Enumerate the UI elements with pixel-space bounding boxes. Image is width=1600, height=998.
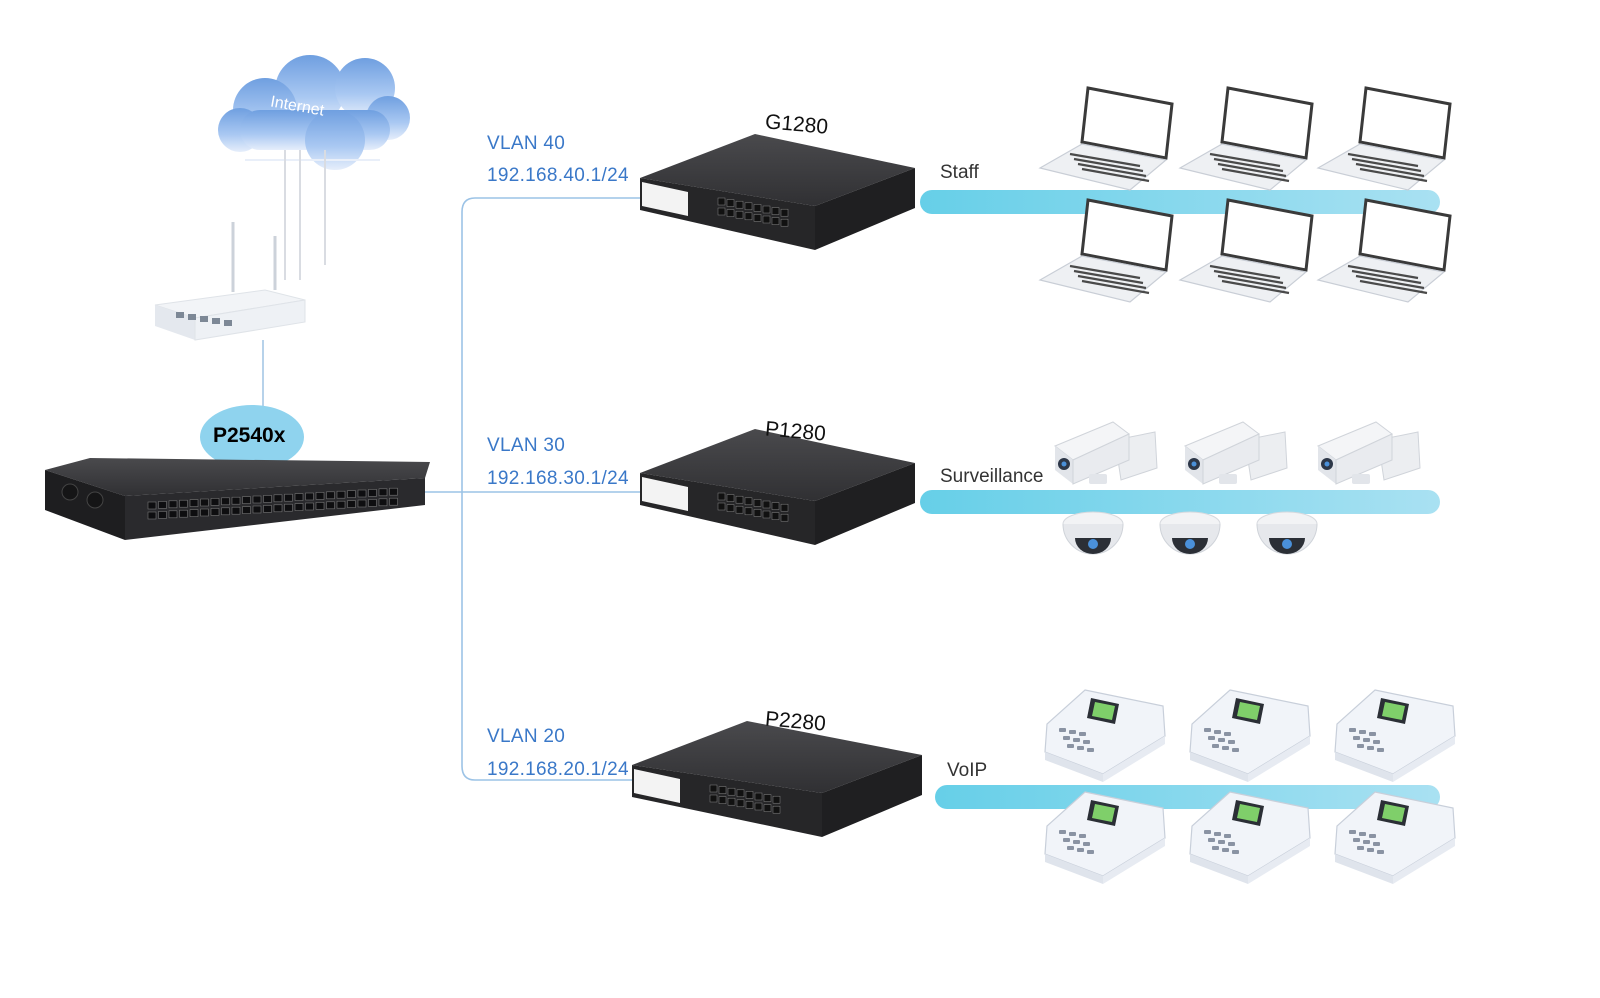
laptop-icon [1038, 86, 1174, 191]
voip-phone-icon [1334, 689, 1456, 782]
vlan-30-label: VLAN 30 [487, 435, 566, 456]
group-voip-label: VoIP [947, 760, 988, 781]
voip-phone-icon [1189, 791, 1311, 884]
internet-cloud-icon [218, 55, 410, 170]
voip-phone-icon [1044, 689, 1166, 782]
voip-phone-icon [1044, 791, 1166, 884]
voip-phone-icon [1189, 689, 1311, 782]
bullet-camera-icon [1054, 421, 1158, 485]
voip-phone-icon [1334, 791, 1456, 884]
bullet-camera-icon [1184, 421, 1288, 485]
group-surveillance-label: Surveillance [940, 466, 1044, 487]
dome-camera-icon [1256, 511, 1318, 555]
vlan-trunk-lines [425, 197, 650, 781]
group-staff-label: Staff [940, 162, 979, 183]
vlan-20-label: VLAN 20 [487, 726, 566, 747]
voip-bus [935, 785, 1440, 809]
dome-camera-icon [1159, 511, 1221, 555]
laptop-icon [1316, 198, 1452, 303]
switch-p1280-icon [640, 429, 915, 545]
staff-bus [920, 190, 1440, 214]
dome-camera-icon [1062, 511, 1124, 555]
uplink-lines [284, 150, 326, 280]
vlan-20-subnet: 192.168.20.1/24 [487, 759, 629, 780]
router-icon [154, 222, 306, 341]
vlan-40-label: VLAN 40 [487, 133, 566, 154]
surveillance-bus [920, 490, 1440, 514]
switch-p2280-icon [632, 721, 922, 837]
core-switch-icon [45, 458, 430, 540]
laptop-icon [1038, 198, 1174, 303]
core-switch-badge [200, 405, 304, 469]
bullet-camera-icon [1317, 421, 1421, 485]
core-switch-label: P2540x [213, 424, 286, 447]
laptop-icon [1316, 86, 1452, 191]
laptop-icon [1178, 86, 1314, 191]
switch-g1280-icon [640, 134, 915, 250]
vlan-30-subnet: 192.168.30.1/24 [487, 468, 629, 489]
vlan-40-subnet: 192.168.40.1/24 [487, 165, 629, 186]
laptop-icon [1178, 198, 1314, 303]
